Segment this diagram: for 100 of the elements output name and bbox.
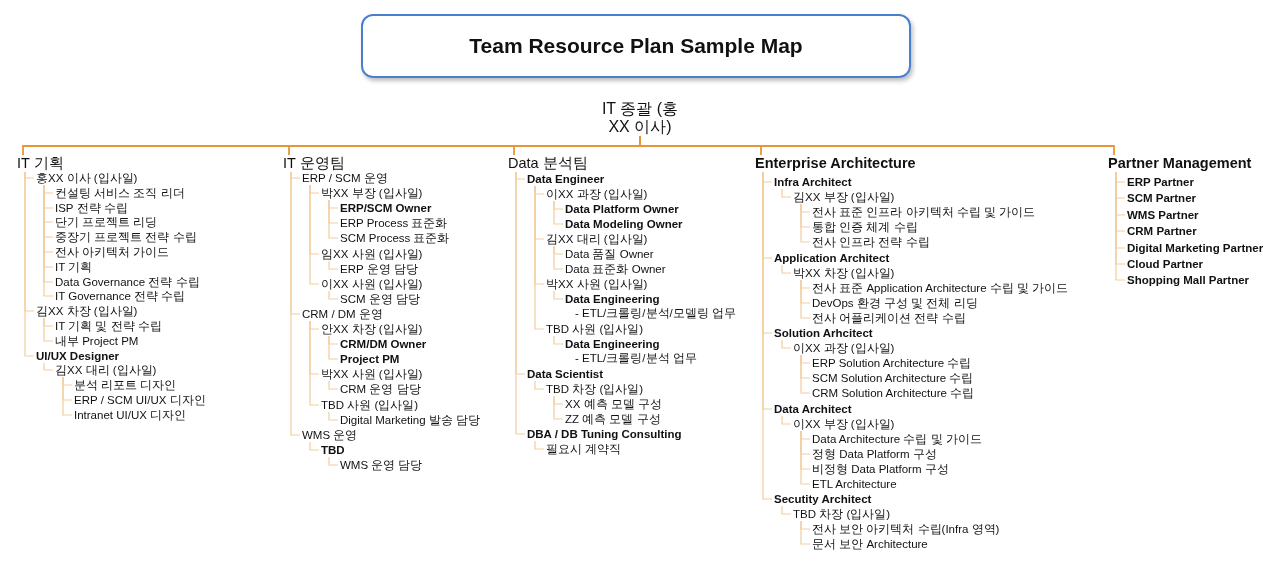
connector-line	[328, 411, 339, 421]
connector-line	[781, 188, 792, 198]
tree-item-text: WMS 운영 담당	[340, 457, 423, 472]
tree-item-text: 김XX 대리 (입사일)	[55, 363, 157, 378]
tree-item-text: SCM Solution Architecture 수립	[812, 371, 974, 386]
tree-item-text: 정형 Data Platform 구성	[812, 446, 937, 461]
tree-item-text: IT 기획 및 전략 수립	[55, 319, 162, 333]
connector-line	[328, 335, 339, 360]
connector-line	[328, 456, 339, 466]
tree-item-text: 통합 인증 체계 수립	[812, 220, 918, 235]
tree-item-text: ERP Process 표준화	[340, 216, 448, 231]
tree-item-text: DevOps 환경 구성 및 전체 리딩	[812, 295, 978, 310]
tree-item-text: 안XX 차장 (입사일)	[321, 322, 423, 336]
tree-item-text: ERP 운영 담당	[340, 261, 418, 276]
tree-item-text: 김XX 대리 (입사일)	[546, 232, 648, 246]
tree-item-text: SCM 운영 담당	[340, 291, 420, 306]
connector-line	[553, 395, 564, 420]
tree-item-text: 이XX 부장 (입사일)	[793, 416, 895, 431]
tree-item-text: CRM / DM 운영	[302, 306, 383, 321]
tree-item-text: CRM/DM Owner	[340, 337, 427, 352]
tree-item-text: Data Engineering - ETL/크롤링/분석 업무	[565, 337, 697, 365]
connector-line	[328, 260, 339, 270]
tree-item-text: TBD	[321, 442, 345, 457]
tree-item-text: ERP Partner	[1127, 175, 1194, 189]
tree-item-text: CRM Solution Architecture 수립	[812, 386, 975, 401]
tree-item-text: Intranet UI/UX 디자인	[74, 407, 187, 422]
tree-item-text: Data Engineering - ETL/크롤링/분석/모델링 업무	[565, 292, 736, 320]
tree-item-text: SCM Partner	[1127, 191, 1197, 206]
connector-line	[553, 290, 564, 300]
tree-item-text: 박XX 사원 (입사일)	[321, 367, 423, 382]
tree-item-text: 이XX 과장 (입사일)	[546, 187, 648, 201]
tree-item-text: ERP/SCM Owner	[340, 201, 432, 216]
connector-line	[309, 320, 320, 406]
connector-line	[309, 184, 320, 285]
connector-line	[328, 380, 339, 390]
tree-item-text: Data Architecture 수립 및 가이드	[812, 431, 982, 446]
tree-item-text: 컨설팅 서비스 조직 리더	[55, 185, 185, 200]
tree-item-text: 분석 리포트 디자인	[74, 378, 177, 393]
tree-item-text: UI/UX Designer	[36, 348, 120, 363]
connector-line	[781, 339, 792, 349]
team-heading: Enterprise Architecture	[755, 155, 916, 172]
tree-item-text: Data Engineer	[527, 172, 605, 186]
connector-line	[800, 520, 811, 545]
tree-item-text: WMS Partner	[1127, 207, 1199, 222]
tree-item-text: 김XX 차장 (입사일)	[36, 304, 138, 319]
tree-item-text: Data Modeling Owner	[565, 217, 683, 231]
tree-item-text: ETL Architecture	[812, 477, 897, 491]
connector-line	[534, 380, 545, 390]
tree-item-text: 이XX 사원 (입사일)	[321, 276, 423, 291]
title-banner: Team Resource Plan Sample Map	[361, 14, 911, 78]
tree-item-text: CRM 운영 담당	[340, 382, 421, 397]
connector-line	[800, 203, 811, 243]
tree-item-text: ISP 전략 수립	[55, 200, 128, 215]
connector-line	[534, 185, 545, 330]
tree-item-text: Data Governance 전략 수립	[55, 274, 200, 289]
connector-line	[781, 264, 792, 274]
tree-item-text: 전사 어플리케이션 전략 수립	[812, 310, 966, 325]
tree-item-text: Shopping Mall Partner	[1127, 273, 1250, 288]
tree-item-text: 전사 표준 Application Architecture 수립 및 가이드	[812, 280, 1069, 295]
tree-item-text: TBD 차장 (입사일)	[793, 507, 891, 522]
tree-item-text: Digital Marketing 발송 담당	[340, 412, 481, 427]
tree-item-text: TBD 사원 (입사일)	[546, 322, 644, 336]
tree-item-text: Cloud Partner	[1127, 257, 1204, 271]
tree-item-text: 비정형 Data Platform 구성	[812, 461, 949, 476]
connector-line	[534, 440, 545, 450]
tree-item-text: 이XX 과장 (입사일)	[793, 341, 895, 356]
connector-line	[43, 362, 54, 371]
connector-line	[328, 199, 339, 239]
tree-item-text: 박XX 차장 (입사일)	[793, 265, 895, 280]
tree-item-text: 김XX 부장 (입사일)	[793, 190, 895, 205]
tree-item-text: SCM Process 표준화	[340, 231, 450, 246]
tree-item-text: IT 기획	[55, 259, 93, 274]
connector-line	[553, 200, 564, 225]
tree-item-text: Application Architect	[774, 250, 890, 265]
tree-item-text: 내부 Project PM	[55, 333, 139, 348]
tree-item-text: Digital Marketing Partner	[1127, 240, 1264, 255]
tree-item-text: 전사 인프라 전략 수립	[812, 235, 930, 250]
tree-item-text: 박XX 사원 (입사일)	[546, 277, 648, 291]
connector-line	[553, 335, 564, 345]
tree-item-text: Secutity Architect	[774, 492, 872, 507]
connector-line	[800, 430, 811, 485]
root-heading: IT 종괄 (홍XX 이사)	[588, 100, 692, 136]
team-heading: IT 운영팀	[283, 155, 345, 172]
tree-item-text: IT Governance 전략 수립	[55, 289, 186, 304]
tree-item-text: Data 표준화 Owner	[565, 262, 666, 276]
connector-line	[553, 245, 564, 270]
tree-item-text: CRM Partner	[1127, 224, 1197, 239]
connector-line	[781, 415, 792, 425]
tree-item-text: 박XX 부장 (입사일)	[321, 186, 423, 201]
tree-item-text: TBD 차장 (입사일)	[546, 382, 644, 396]
tree-item-text: Data Platform Owner	[565, 202, 679, 216]
tree-item-text: WMS 운영	[302, 427, 358, 442]
tree-item-text: DBA / DB Tuning Consulting	[527, 427, 682, 441]
tree-item-text: 전사 표준 인프라 아키텍처 수립 및 가이드	[812, 205, 1036, 220]
connector-line	[800, 279, 811, 319]
tree-item-text: Solution Arhcitect	[774, 326, 873, 340]
tree-item-text: ZZ 예측 모델 구성	[565, 412, 661, 426]
connector-line	[515, 171, 526, 435]
connector-line	[781, 505, 792, 515]
tree-item-text: Data Architect	[774, 401, 852, 416]
